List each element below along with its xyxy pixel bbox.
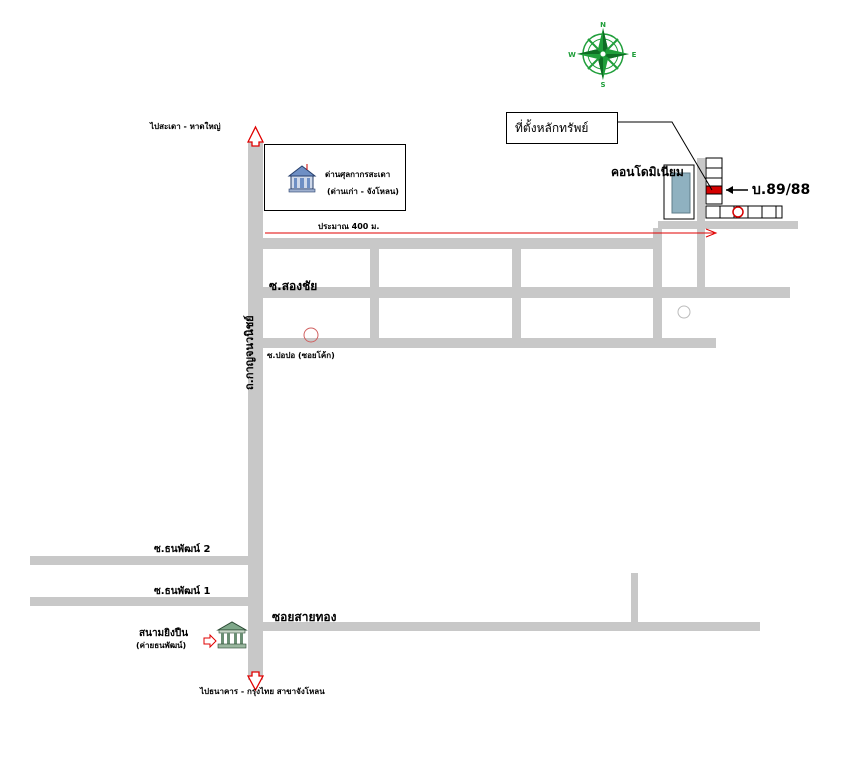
road-saithong-spur	[631, 573, 638, 628]
stadium-building-icon	[216, 621, 248, 649]
roads	[30, 142, 798, 680]
road-saithong-label: ซอยสายทอง	[272, 610, 337, 624]
road-thanaphat1	[30, 597, 248, 606]
condo-label: คอนโดมิเนียม	[611, 165, 684, 179]
down-arrow-icon	[246, 671, 265, 692]
landmark-marker-2	[677, 305, 691, 319]
stadium-subname: (ค่ายธนพัฒน์)	[136, 641, 187, 650]
distance-label: ประมาณ 400 ม.	[318, 222, 380, 231]
up-arrow-icon	[246, 125, 265, 147]
landmark-marker-1	[303, 327, 319, 343]
road-paopao-label: ซ.ปอปอ (ซอยโค้ก)	[267, 351, 335, 360]
main-road-label: ถ.กาญจนวนิชย์	[243, 315, 256, 390]
customs-name: ด่านศุลกากรสะเดา	[325, 170, 391, 179]
road-connector-2	[512, 245, 521, 345]
road-thanaphat2-label: ซ.ธนพัฒน์ 2	[154, 544, 211, 555]
road-distance-strip	[263, 238, 658, 249]
compass-s: S	[600, 81, 605, 89]
customs-building-icon	[287, 164, 317, 193]
road-songchai	[263, 287, 790, 298]
road-thanaphat2	[30, 556, 248, 565]
property-callout-label: ที่ตั้งหลักทรัพย์	[515, 121, 589, 135]
compass-w: W	[568, 51, 576, 59]
plot-arrow-head	[726, 186, 733, 194]
road-songchai-label: ซ.สองชัย	[269, 279, 318, 293]
distance-arrow-head	[705, 228, 718, 238]
property-callout-box: ที่ตั้งหลักทรัพย์	[506, 112, 618, 144]
customs-subname: (ด่านเก่า - จังโหลน)	[327, 187, 399, 196]
road-saithong	[263, 622, 760, 631]
compass-n: N	[600, 21, 606, 29]
plot-circle-marker	[732, 206, 744, 218]
south-destination-label: ไปธนาคาร - กรุงไทย สาขาจังโหลน	[200, 687, 325, 696]
condo-building	[663, 164, 695, 220]
stadium-name: สนามยิงปืน	[139, 628, 189, 639]
main-road	[248, 142, 263, 680]
road-thanaphat1-label: ซ.ธนพัฒน์ 1	[154, 586, 211, 597]
road-paopao	[263, 338, 716, 348]
compass-e: E	[632, 51, 637, 59]
road-connector-1	[370, 245, 379, 345]
north-destination-label: ไปสะเดา - หาดใหญ่	[150, 122, 221, 131]
road-top-right	[658, 221, 798, 229]
plot-number-label: บ.89/88	[752, 182, 811, 198]
right-arrow-icon	[203, 633, 217, 649]
compass-rose-icon: N S E W	[568, 21, 636, 89]
road-connector-3	[653, 228, 662, 345]
callout-leader	[618, 121, 713, 191]
customs-box: ด่านศุลกากรสะเดา (ด่านเก่า - จังโหลน)	[264, 144, 406, 211]
